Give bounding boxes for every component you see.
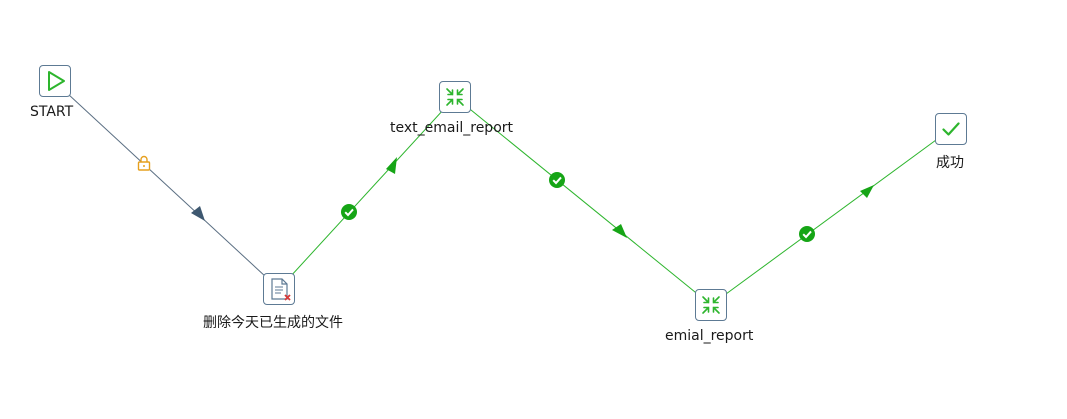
node-success-label: 成功 (936, 155, 964, 171)
success-check-icon (799, 226, 815, 242)
checkmark-icon (942, 122, 960, 136)
node-start[interactable] (39, 65, 71, 97)
node-start-label: START (30, 104, 74, 120)
hop-line (54, 81, 280, 290)
delete-file-icon (271, 278, 291, 301)
hop-arrow (860, 185, 874, 198)
hop-line (710, 128, 952, 306)
node-text-email-report-label: text_email_report (390, 120, 513, 136)
node-emial-report[interactable] (695, 289, 727, 321)
hop-arrow (612, 224, 627, 238)
node-delete-files-label: 删除今天已生成的文件 (203, 315, 343, 331)
hop-text-email-report-to-emial-report[interactable] (454, 96, 712, 306)
node-text-email-report[interactable] (439, 81, 471, 113)
hop-delete-to-text-email-report[interactable] (278, 96, 456, 290)
node-emial-report-label: emial_report (665, 328, 754, 344)
node-delete-files[interactable] (263, 273, 295, 305)
play-icon (48, 71, 65, 91)
transformation-icon (702, 296, 720, 314)
hop-arrow (191, 206, 205, 221)
hop-line (454, 96, 712, 306)
hop-start-to-delete[interactable] (54, 81, 280, 290)
transformation-icon (446, 88, 464, 106)
lock-icon (137, 155, 151, 171)
hop-line (278, 96, 456, 290)
hop-arrow (386, 157, 397, 174)
node-success[interactable] (935, 113, 967, 145)
hop-emial-report-to-success[interactable] (710, 128, 952, 306)
success-check-icon (341, 204, 357, 220)
success-check-icon (549, 172, 565, 188)
